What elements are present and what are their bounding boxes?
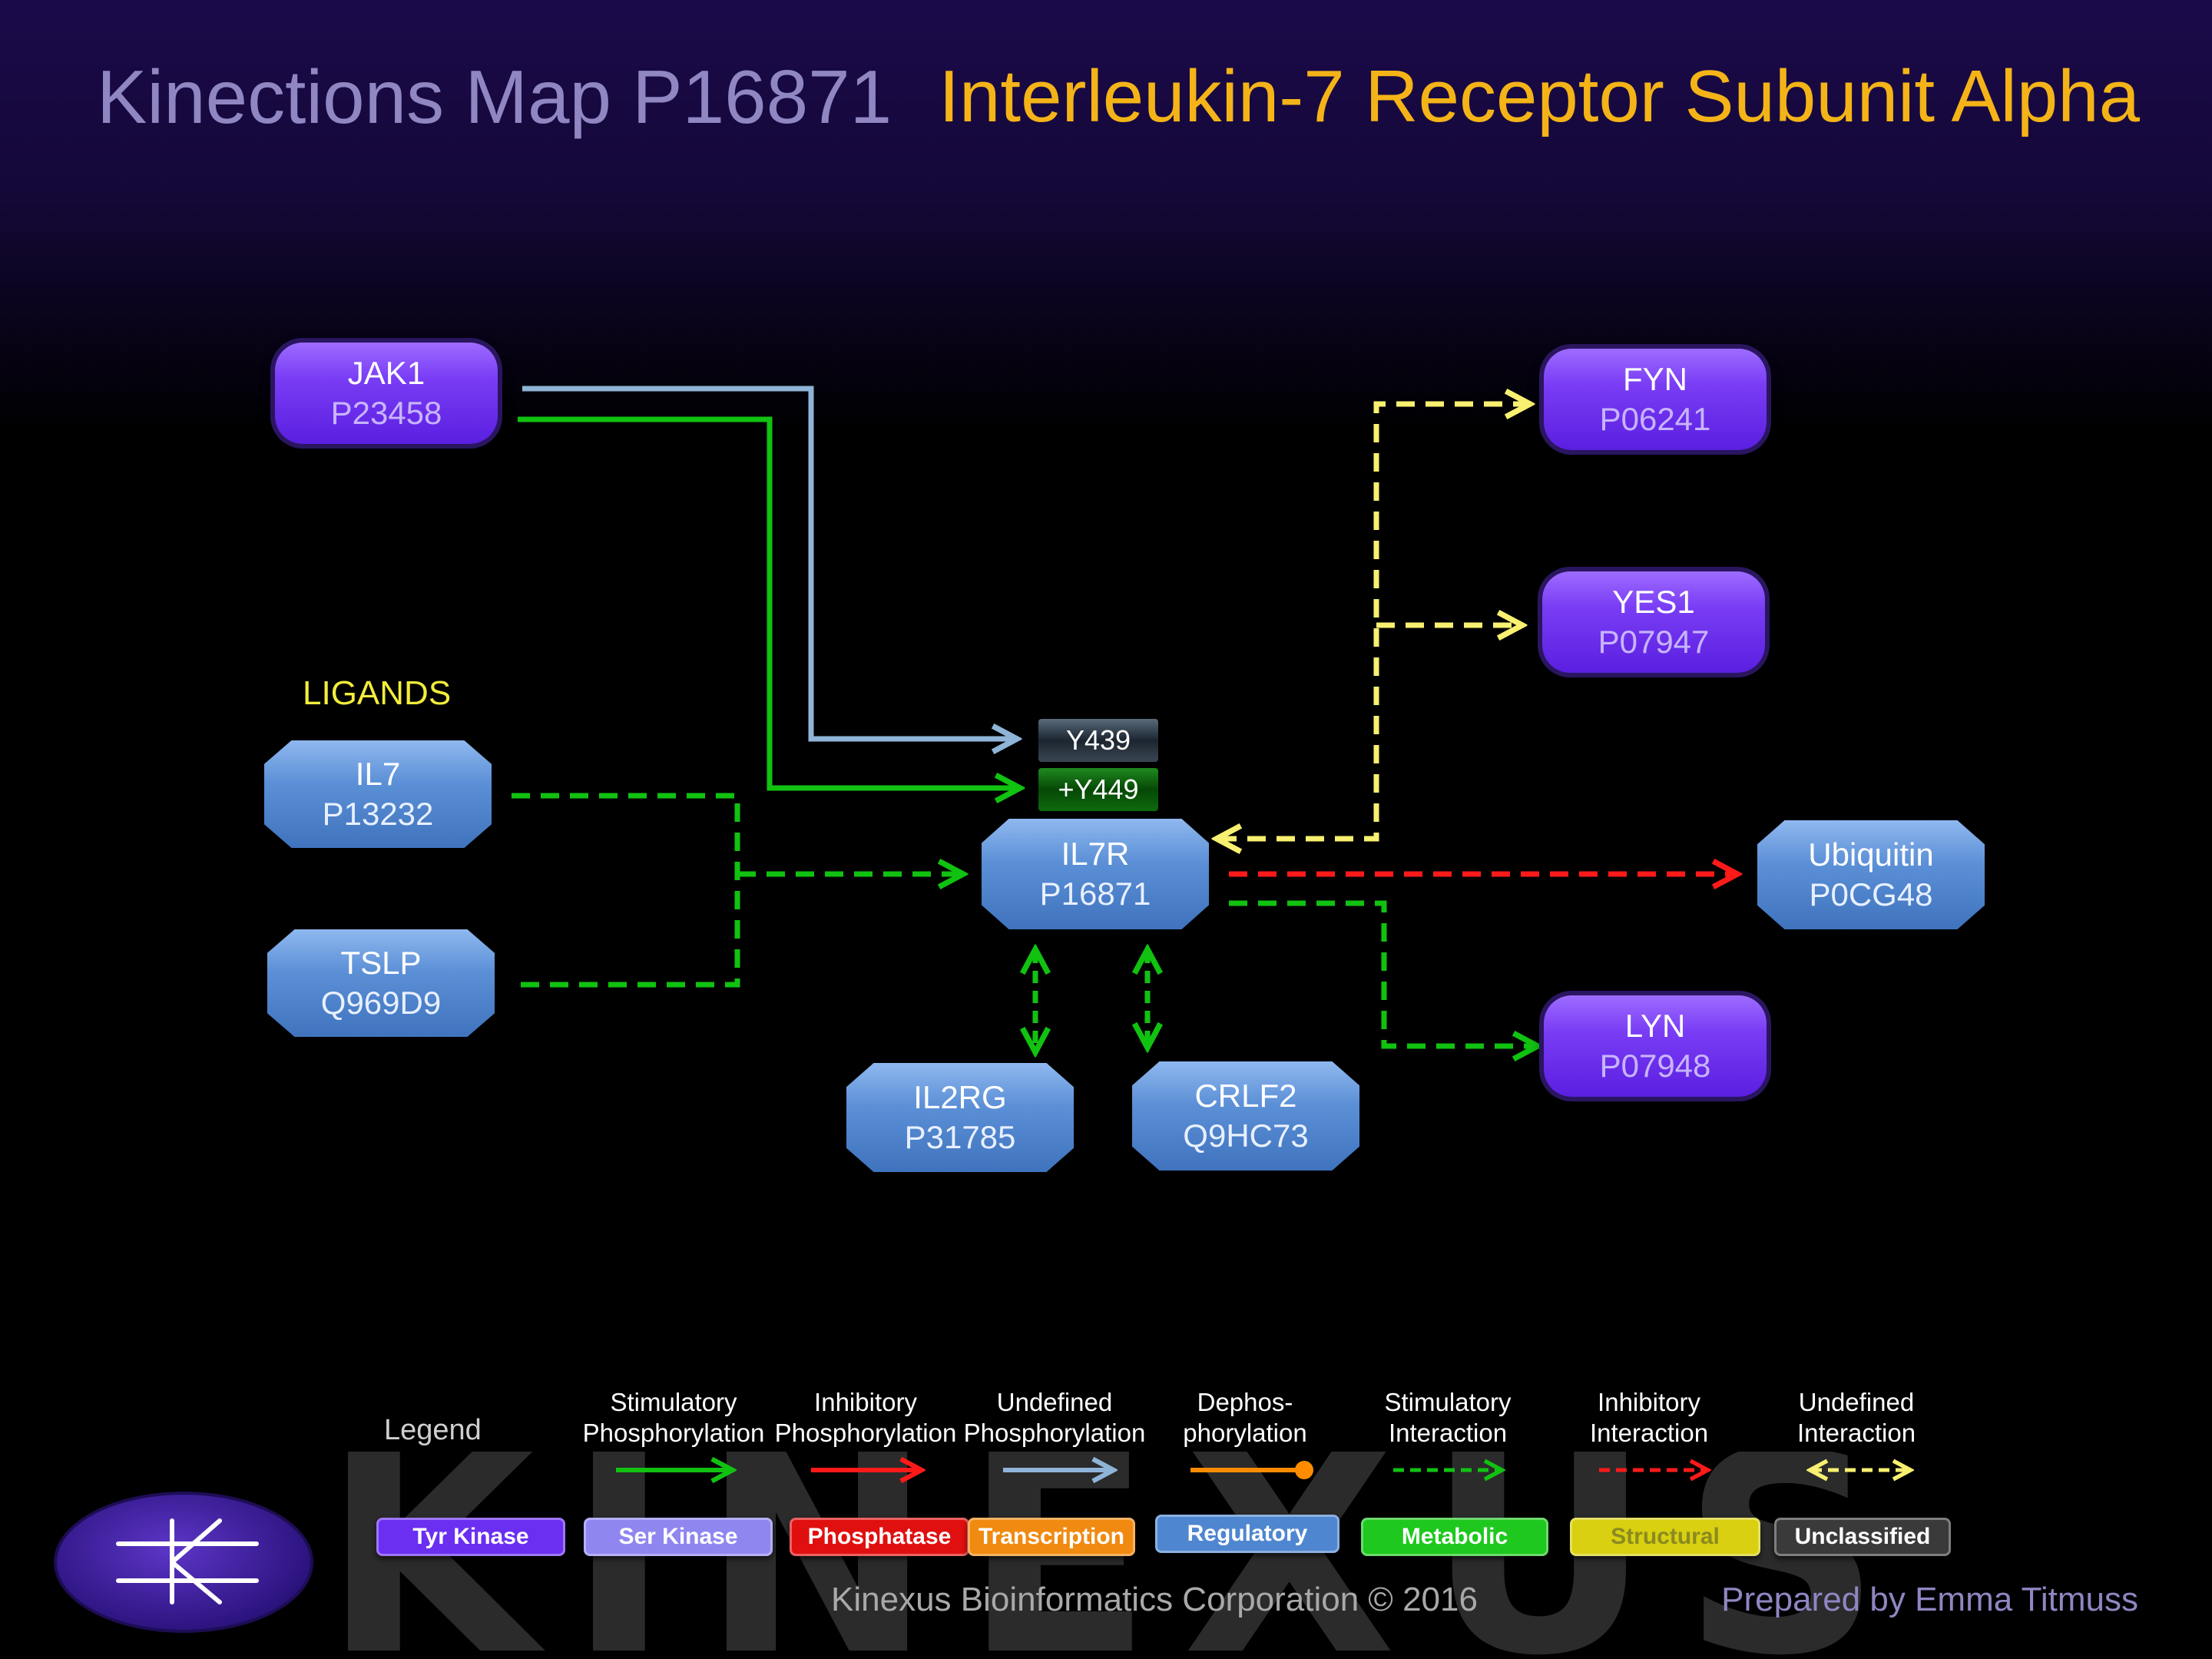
- legend-label-undef-int: Undefined Interaction: [1760, 1387, 1952, 1449]
- node-yes1-name: YES1: [1612, 584, 1695, 620]
- footer-corporation: Kinexus Bioinformatics Corporation © 201…: [831, 1581, 1478, 1618]
- legend-line2: Interaction: [1589, 1419, 1709, 1447]
- legend-title: Legend: [384, 1414, 482, 1446]
- edge-il7r-lyn: [1229, 900, 1536, 1046]
- edge-jak1-y439: [522, 386, 1015, 739]
- legend-label-undef-phos: Undefined Phosphorylation: [959, 1387, 1151, 1449]
- node-yes1[interactable]: YES1 P07947: [1542, 571, 1765, 673]
- ligands-label: LIGANDS: [303, 674, 452, 712]
- legend-class-ser-kinase: Ser Kinase: [584, 1518, 773, 1556]
- node-crlf2[interactable]: CRLF2 Q9HC73: [1132, 1061, 1359, 1171]
- node-fyn-name: FYN: [1623, 361, 1687, 397]
- legend-line1: Dephos-: [1197, 1388, 1293, 1416]
- legend-line2: Interaction: [1388, 1419, 1508, 1447]
- site-y449: +Y449: [1038, 768, 1158, 811]
- legend-class-metabolic: Metabolic: [1361, 1518, 1548, 1556]
- map-title: Kinections Map P16871: [97, 55, 892, 139]
- node-il7-name: IL7: [355, 756, 401, 792]
- node-jak1-name: JAK1: [347, 355, 426, 391]
- node-il7[interactable]: IL7 P13232: [264, 740, 492, 848]
- protein-name: Interleukin-7 Receptor Subunit Alpha: [939, 55, 2140, 137]
- legend-label-stim-phos: Stimulatory Phosphorylation: [578, 1387, 770, 1449]
- node-jak1-id: P23458: [330, 395, 442, 431]
- site-y439: Y439: [1038, 719, 1158, 762]
- legend-line2: Phosphorylation: [774, 1419, 957, 1447]
- node-jak1[interactable]: JAK1 P23458: [275, 343, 498, 444]
- legend-class-regulatory: Regulatory: [1155, 1515, 1339, 1553]
- legend-line1: Inhibitory: [814, 1388, 917, 1416]
- node-lyn-name: LYN: [1624, 1008, 1686, 1044]
- legend-line2: phorylation: [1183, 1419, 1307, 1447]
- legend-line1: Inhibitory: [1598, 1388, 1700, 1416]
- edge-il7-branch: [512, 793, 740, 988]
- node-il2rg[interactable]: IL2RG P31785: [846, 1063, 1074, 1172]
- node-il7r[interactable]: IL7R P16871: [982, 819, 1209, 929]
- node-il2rg-id: P31785: [904, 1119, 1016, 1155]
- node-crlf2-id: Q9HC73: [1183, 1118, 1309, 1154]
- legend-class-unclassified: Unclassified: [1774, 1518, 1951, 1556]
- legend-label-inhib-int: Inhibitory Interaction: [1553, 1387, 1745, 1449]
- legend-class-transcription: Transcription: [968, 1518, 1135, 1556]
- node-il7r-name: IL7R: [1061, 836, 1130, 872]
- edge-jak1-y449: [518, 416, 1018, 788]
- legend-line1: Stimulatory: [1384, 1388, 1512, 1416]
- node-fyn[interactable]: FYN P06241: [1544, 349, 1767, 450]
- edge-il7r-fyn-trunk: [1218, 404, 1528, 839]
- legend-line1: Undefined: [996, 1388, 1113, 1416]
- footer-prepared-by: Prepared by Emma Titmuss: [1721, 1581, 2138, 1618]
- legend-line2: Phosphorylation: [963, 1419, 1146, 1447]
- node-fyn-id: P06241: [1599, 401, 1711, 437]
- node-ubiquitin-id: P0CG48: [1809, 876, 1933, 912]
- legend-line2: Interaction: [1796, 1419, 1916, 1447]
- node-ubiquitin[interactable]: Ubiquitin P0CG48: [1757, 820, 1985, 929]
- legend-class-tyr-kinase: Tyr Kinase: [376, 1518, 565, 1556]
- kinexus-logo: [54, 1492, 313, 1633]
- node-il2rg-name: IL2RG: [913, 1079, 1007, 1115]
- node-lyn[interactable]: LYN P07948: [1544, 995, 1767, 1097]
- legend-class-phosphatase: Phosphatase: [790, 1518, 969, 1556]
- node-yes1-id: P07947: [1598, 624, 1710, 660]
- node-tslp-id: Q969D9: [320, 985, 442, 1021]
- legend-label-stim-int: Stimulatory Interaction: [1352, 1387, 1544, 1449]
- node-il7-id: P13232: [322, 796, 434, 832]
- node-tslp[interactable]: TSLP Q969D9: [267, 929, 495, 1037]
- legend-label-inhib-phos: Inhibitory Phosphorylation: [770, 1387, 962, 1449]
- legend-line1: Stimulatory: [610, 1388, 737, 1416]
- kinexus-k-icon: [116, 1518, 259, 1604]
- node-lyn-id: P07948: [1599, 1048, 1711, 1084]
- legend-class-structural: Structural: [1570, 1518, 1760, 1556]
- node-crlf2-name: CRLF2: [1194, 1078, 1297, 1114]
- node-il7r-id: P16871: [1039, 876, 1151, 912]
- node-ubiquitin-name: Ubiquitin: [1808, 836, 1934, 873]
- node-tslp-name: TSLP: [340, 945, 422, 981]
- legend-label-dephos: Dephos- phorylation: [1149, 1387, 1341, 1449]
- legend-line1: Undefined: [1798, 1388, 1915, 1416]
- legend-line2: Phosphorylation: [582, 1419, 765, 1447]
